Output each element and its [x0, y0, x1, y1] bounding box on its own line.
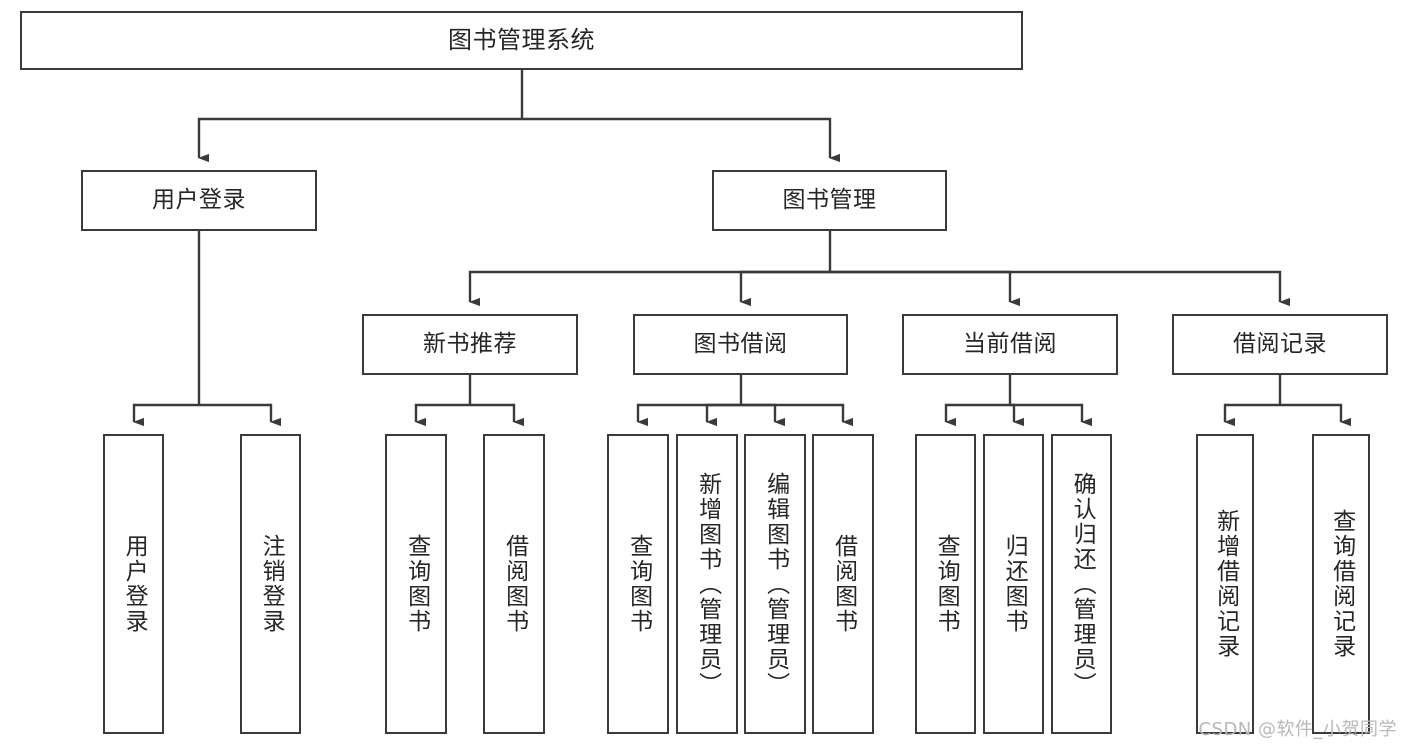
connector-borrow-to-leaf-bor-1: [636, 403, 741, 427]
node-leaf-bor-4[interactable]: 借阅图书: [812, 434, 874, 734]
connector-newbook-to-leaf-new-1: [414, 403, 470, 427]
node-label: 借阅记录: [1233, 330, 1327, 357]
connector-current-to-leaf-cur-3: [1010, 403, 1092, 427]
node-label: 新书推荐: [423, 330, 517, 357]
connector-newbook-to-leaf-new-2: [470, 403, 524, 427]
connector-borrow-to-leaf-bor-2: [705, 403, 741, 427]
node-leaf-new-2[interactable]: 借阅图书: [483, 434, 545, 734]
node-leaf-login-1[interactable]: 用户登录: [103, 434, 164, 734]
node-leaf-cur-2[interactable]: 归还图书: [983, 434, 1044, 734]
node-label: 新增借阅记录: [1212, 509, 1239, 659]
node-label: 确认归还（管理员）: [1069, 471, 1096, 697]
node-label: 图书管理: [782, 186, 877, 213]
node-label: 编辑图书（管理员）: [762, 471, 789, 697]
node-leaf-rec-2[interactable]: 查询借阅记录: [1312, 434, 1370, 734]
connector-bookmgmt-to-current: [830, 270, 1020, 307]
node-leaf-new-1[interactable]: 查询图书: [385, 434, 447, 734]
node-label: 图书管理系统: [448, 26, 595, 55]
connector-login-to-leaf-login-1: [132, 403, 199, 427]
node-leaf-bor-1[interactable]: 查询图书: [607, 434, 669, 734]
connector-current-to-leaf-cur-2: [1010, 403, 1024, 427]
node-login[interactable]: 用户登录: [81, 170, 317, 231]
node-borrow[interactable]: 图书借阅: [633, 314, 848, 375]
watermark-text: CSDN @软件_小贺同学: [1198, 719, 1397, 740]
node-label: 查询借阅记录: [1328, 509, 1355, 659]
node-label: 用户登录: [152, 186, 246, 213]
node-leaf-rec-1[interactable]: 新增借阅记录: [1196, 434, 1254, 734]
node-bookmgmt[interactable]: 图书管理: [712, 170, 947, 231]
node-label: 注销登录: [258, 534, 285, 634]
connector-records-to-leaf-rec-2: [1280, 403, 1351, 427]
node-newbook[interactable]: 新书推荐: [362, 314, 578, 375]
node-current[interactable]: 当前借阅: [902, 314, 1118, 375]
node-records[interactable]: 借阅记录: [1172, 314, 1388, 375]
node-label: 借阅图书: [501, 534, 528, 634]
connector-borrow-to-leaf-bor-4: [741, 403, 853, 427]
node-label: 归还图书: [1001, 534, 1028, 634]
node-leaf-bor-2[interactable]: 新增图书（管理员）: [676, 434, 738, 734]
node-leaf-cur-3[interactable]: 确认归还（管理员）: [1051, 434, 1112, 734]
connector-root-to-bookmgmt: [522, 117, 840, 163]
connector-bookmgmt-to-records: [830, 270, 1290, 307]
connector-bookmgmt-to-newbook: [468, 270, 830, 307]
connector-root-to-login: [197, 117, 522, 163]
node-root[interactable]: 图书管理系统: [20, 11, 1023, 70]
connector-current-to-leaf-cur-1: [944, 403, 1010, 427]
node-leaf-bor-3[interactable]: 编辑图书（管理员）: [744, 434, 806, 734]
node-leaf-cur-1[interactable]: 查询图书: [915, 434, 976, 734]
connector-login-to-leaf-login-2: [199, 403, 281, 427]
connector-records-to-leaf-rec-1: [1223, 403, 1280, 427]
node-leaf-login-2[interactable]: 注销登录: [240, 434, 301, 734]
node-label: 当前借阅: [963, 330, 1057, 357]
node-label: 新增图书（管理员）: [694, 471, 721, 697]
node-label: 图书借阅: [693, 330, 788, 357]
connector-borrow-to-leaf-bor-3: [741, 403, 785, 427]
node-label: 借阅图书: [830, 534, 857, 634]
node-label: 查询图书: [625, 534, 652, 634]
node-label: 用户登录: [121, 534, 148, 634]
connector-bookmgmt-to-borrow: [739, 270, 830, 307]
node-label: 查询图书: [933, 534, 960, 634]
node-label: 查询图书: [403, 534, 430, 634]
